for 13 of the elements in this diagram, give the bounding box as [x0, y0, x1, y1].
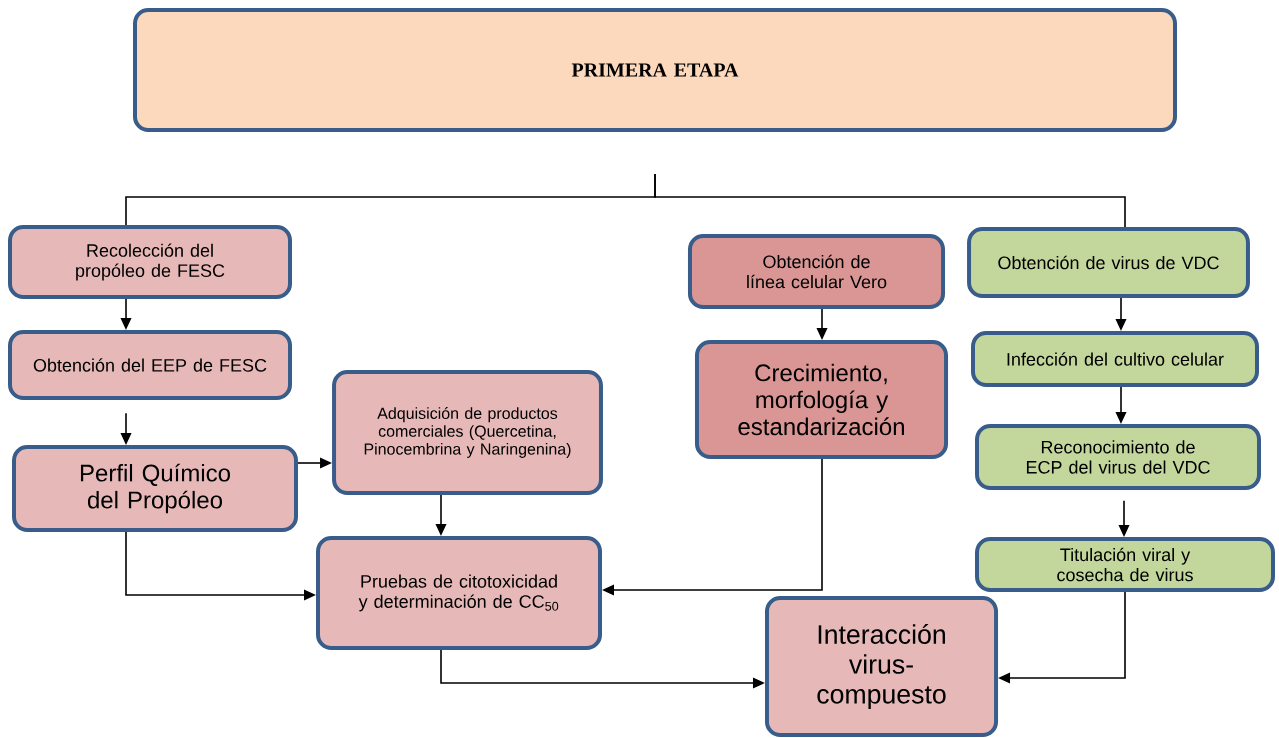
- process-box: Obtención del EEP de FESC: [8, 330, 292, 400]
- process-box: Pruebas de citotoxicidad y determinación de CC$_{50}$: [316, 536, 602, 650]
- process-box: Recolección del propóleo de FESC: [8, 225, 292, 299]
- process-box: Interacción virus-compuesto: [764, 595, 999, 738]
- process-box: Perfil Químico del Propóleo: [12, 445, 298, 532]
- process-box: Reconocimiento de ECP del virus del VDC: [975, 424, 1261, 490]
- process-box: Adquisición de productos comerciales (Quercetina, Pinocembrina y Naringenina): [332, 369, 603, 496]
- stage-banner: PRIMERA ETAPA: [133, 8, 1177, 132]
- process-box: Crecimiento, morfología y estandarización: [694, 340, 949, 459]
- process-box: Obtención de virus de VDC: [967, 227, 1250, 298]
- process-box: Infección del cultivo celular: [971, 331, 1259, 387]
- process-box: Obtención de línea celular Vero: [687, 234, 946, 309]
- process-box: Titulación viral y cosecha de virus: [975, 537, 1275, 592]
